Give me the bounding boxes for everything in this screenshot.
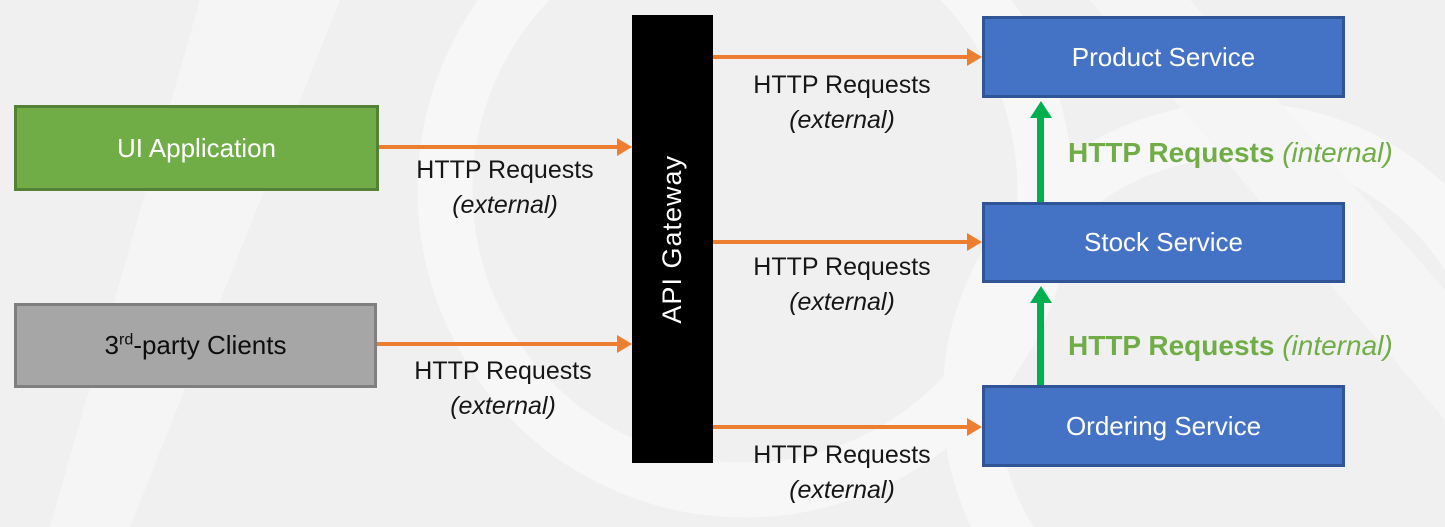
node-stock-service: Stock Service: [982, 202, 1345, 283]
label-external-line2: (external): [452, 191, 558, 219]
arrow-gateway-to-stock-head: [967, 233, 982, 251]
label-external-line2: (external): [789, 106, 895, 134]
label-external-line1: HTTP Requests: [753, 441, 931, 469]
label-internal-bold: HTTP Requests: [1068, 330, 1275, 361]
label-external-line2: (external): [789, 476, 895, 504]
label-external-gateway-stock: HTTP Requests (external): [722, 250, 962, 320]
node-product-service-label: Product Service: [1071, 41, 1256, 72]
arrow-thirdparty-to-gateway-head: [617, 335, 632, 353]
arrow-gateway-to-product-line: [713, 55, 968, 59]
label-internal-italic: (internal): [1282, 330, 1393, 361]
arrow-ui-to-gateway-line: [379, 145, 618, 149]
node-third-party-clients-label: 3rd-party Clients: [104, 330, 287, 360]
label-external-line2: (external): [789, 288, 895, 316]
label-internal-bold: HTTP Requests: [1068, 137, 1275, 168]
arrow-stock-to-product-head: [1030, 101, 1052, 118]
arrow-gateway-to-ordering-head: [967, 418, 982, 436]
node-stock-service-label: Stock Service: [1084, 227, 1243, 257]
arrow-thirdparty-to-gateway-line: [377, 342, 618, 346]
label-internal-stock-product: HTTP Requests (internal): [1068, 137, 1393, 169]
label-external-line1: HTTP Requests: [416, 156, 594, 184]
label-external-gateway-product: HTTP Requests (external): [722, 68, 962, 138]
arrow-gateway-to-product-head: [967, 48, 982, 66]
label-external-thirdparty-gateway: HTTP Requests (external): [383, 354, 623, 424]
node-ordering-service-label: Ordering Service: [1065, 410, 1262, 441]
label-internal-ordering-stock: HTTP Requests (internal): [1068, 330, 1393, 362]
node-product-service: Product Service: [982, 16, 1345, 98]
node-api-gateway-label: API Gateway: [657, 154, 687, 324]
arrow-stock-to-product-line: [1037, 117, 1044, 202]
label-external-line2: (external): [450, 392, 556, 420]
arrow-ui-to-gateway-head: [617, 138, 632, 156]
label-external-gateway-ordering: HTTP Requests (external): [722, 438, 962, 508]
label-internal-italic: (internal): [1282, 137, 1393, 168]
arrow-gateway-to-ordering-line: [713, 425, 968, 429]
arrow-ordering-to-stock-head: [1030, 286, 1052, 303]
label-external-line1: HTTP Requests: [414, 357, 592, 385]
arrow-ordering-to-stock-line: [1037, 302, 1044, 385]
node-ui-application-label: UI Application: [117, 132, 276, 163]
node-ui-application: UI Application: [14, 105, 379, 191]
label-external-line1: HTTP Requests: [753, 253, 931, 281]
label-external-ui-gateway: HTTP Requests (external): [385, 153, 625, 223]
node-api-gateway: API Gateway: [632, 15, 713, 463]
label-external-line1: HTTP Requests: [753, 71, 931, 99]
arrow-gateway-to-stock-line: [713, 240, 968, 244]
node-ordering-service: Ordering Service: [982, 385, 1345, 467]
node-third-party-clients: 3rd-party Clients: [14, 303, 377, 388]
